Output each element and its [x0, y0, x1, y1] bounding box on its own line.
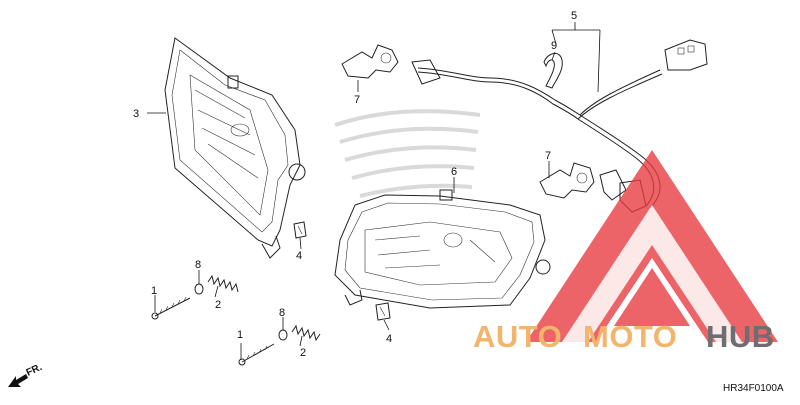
- washer-lower[interactable]: [278, 329, 288, 341]
- callout-8-lower: 8: [279, 307, 285, 319]
- callout-9: 9: [551, 40, 557, 52]
- callout-2-upper: 2: [215, 299, 221, 311]
- headlight-housing-left[interactable]: [164, 37, 306, 259]
- background-wing-logo: [334, 109, 481, 198]
- spring-lower[interactable]: [291, 324, 321, 342]
- callout-7-lower: 7: [545, 150, 551, 162]
- bolt-upper[interactable]: [151, 296, 191, 320]
- watermark-brand-auto: AUTO: [473, 319, 562, 354]
- headlight-unit-right[interactable]: [334, 189, 551, 309]
- washer-upper[interactable]: [194, 283, 204, 295]
- callout-2-lower: 2: [300, 347, 306, 359]
- bolt-lower[interactable]: [238, 343, 275, 366]
- bulb-lower[interactable]: [539, 162, 595, 199]
- spring-upper[interactable]: [207, 274, 239, 293]
- callout-8-upper: 8: [195, 259, 201, 271]
- watermark-brand-moto: MOTO: [583, 319, 677, 354]
- callout-4-upper: 4: [296, 250, 302, 262]
- callout-1-upper: 1: [151, 285, 157, 297]
- diagram-code: HR34F0100A: [723, 383, 784, 394]
- callout-3: 3: [133, 108, 139, 120]
- callout-5: 5: [571, 10, 577, 22]
- front-direction-label: FR.: [25, 362, 44, 379]
- leader-lines: [147, 22, 601, 360]
- front-direction-indicator: FR.: [8, 362, 44, 387]
- callout-7-upper: 7: [354, 94, 360, 106]
- callout-1-lower: 1: [237, 329, 243, 341]
- wire-band[interactable]: [543, 53, 563, 89]
- watermark-brand: AUTO MOTO HUB: [473, 319, 775, 354]
- watermark-brand-hub: HUB: [706, 319, 775, 354]
- clip-nut-lower[interactable]: [375, 302, 391, 321]
- watermark-logo-icon: [526, 150, 778, 342]
- callout-labels: 1 1 2 2 3 4 4 5 6 7 7 8 8 9: [133, 10, 577, 359]
- clip-nut-upper[interactable]: [293, 221, 307, 239]
- callout-4-lower: 4: [386, 333, 392, 345]
- bulb-upper[interactable]: [341, 44, 399, 79]
- front-arrow-icon: [8, 374, 28, 387]
- callout-6: 6: [451, 166, 457, 178]
